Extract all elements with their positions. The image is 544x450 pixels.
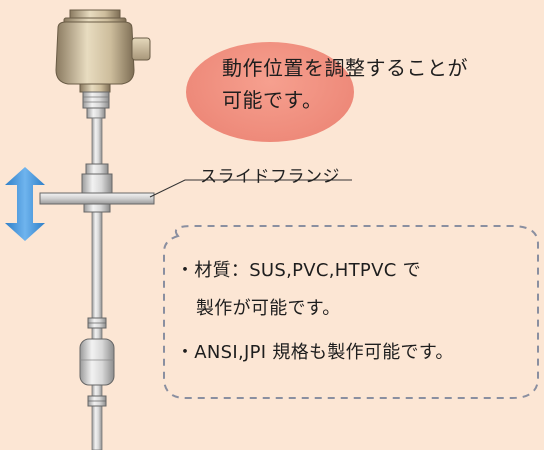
hex-nut xyxy=(82,91,110,119)
lower-stopper xyxy=(87,395,107,407)
callout-bubble xyxy=(186,42,354,142)
slide-flange xyxy=(39,192,155,205)
stem xyxy=(91,117,103,450)
terminal-box xyxy=(55,9,151,93)
upper-stopper xyxy=(87,317,107,329)
spec-line-standards: ・ANSI,JPI 規格も製作可能です。 xyxy=(176,342,454,363)
spec-line-production: 製作が可能です。 xyxy=(196,298,341,319)
flange-leader-line xyxy=(149,179,352,198)
callout-line-2: 可能です。 xyxy=(222,88,323,112)
callout-line-1: 動作位置を調整することが xyxy=(222,56,468,80)
flange-fitting xyxy=(81,163,113,213)
spec-line-material: ・材質：SUS,PVC,HTPVC で xyxy=(176,260,421,281)
double-vertical-arrow-icon xyxy=(5,167,45,241)
slide-flange-label: スライドフランジ xyxy=(200,167,340,187)
callout-text: 動作位置を調整することが 可能です。 xyxy=(222,52,542,116)
float xyxy=(79,338,115,386)
